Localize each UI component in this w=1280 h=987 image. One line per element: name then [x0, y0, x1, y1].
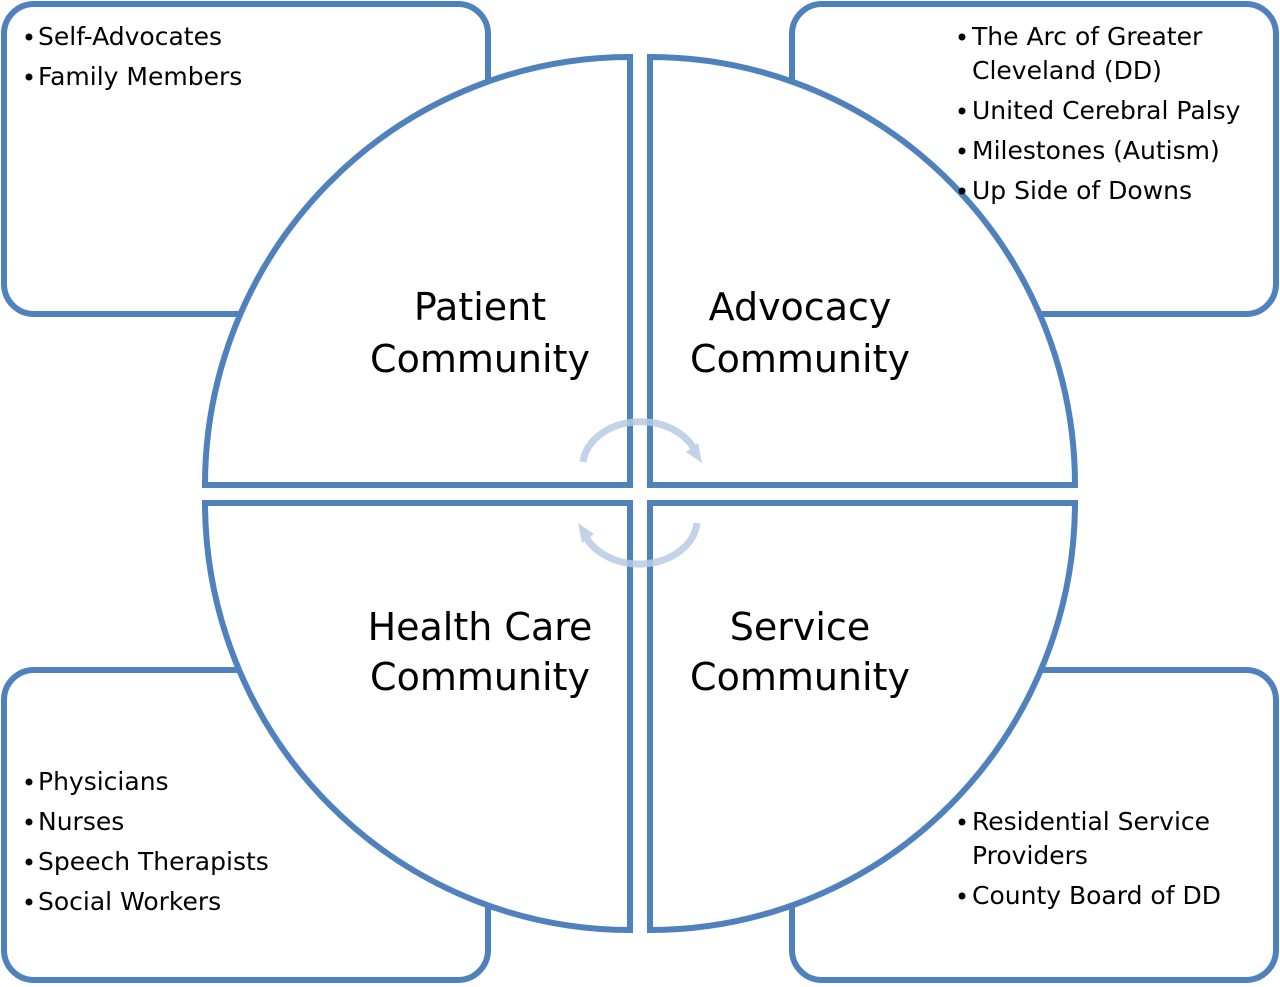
service-list: Residential Service Providers County Boa… — [958, 807, 1221, 910]
list-item-continued: Providers — [972, 841, 1088, 870]
bullet-icon — [25, 778, 33, 786]
patient-list: Self-Advocates Family Members — [25, 22, 242, 91]
service-quadrant — [647, 500, 1079, 934]
patient-quadrant — [201, 53, 633, 488]
list-item: Up Side of Downs — [972, 176, 1192, 205]
health-care-label-line2: Community — [370, 655, 590, 699]
patient-label-line1: Patient — [414, 285, 546, 329]
list-item: Milestones (Autism) — [972, 136, 1220, 165]
advocacy-list: The Arc of Greater Cleveland (DD) United… — [958, 22, 1241, 205]
advocacy-label-line1: Advocacy — [709, 285, 892, 329]
list-item: Nurses — [38, 807, 124, 836]
bullet-icon — [25, 73, 33, 81]
list-item: Physicians — [38, 767, 169, 796]
list-item: Residential Service — [972, 807, 1210, 836]
bullet-icon — [25, 33, 33, 41]
bullet-icon — [958, 33, 966, 41]
patient-label-line2: Community — [370, 337, 590, 381]
top-arc-arrow — [579, 418, 701, 463]
list-item: United Cerebral Palsy — [972, 96, 1241, 125]
list-item-continued: Cleveland (DD) — [972, 56, 1162, 85]
bullet-icon — [25, 818, 33, 826]
bullet-icon — [958, 107, 966, 115]
list-item: Self-Advocates — [38, 22, 222, 51]
advocacy-label-line2: Community — [690, 337, 910, 381]
service-label-line2: Community — [690, 655, 910, 699]
health-care-quadrant — [201, 500, 633, 934]
list-item: Family Members — [38, 62, 242, 91]
health-care-label-line1: Health Care — [368, 605, 593, 649]
list-item: County Board of DD — [972, 881, 1221, 910]
service-label-line1: Service — [730, 605, 870, 649]
bullet-icon — [25, 858, 33, 866]
bottom-arc-arrow — [579, 522, 701, 568]
advocacy-quadrant — [647, 53, 1079, 488]
bullet-icon — [958, 892, 966, 900]
list-item: Social Workers — [38, 887, 221, 916]
health-care-list: Physicians Nurses Speech Therapists Soci… — [25, 767, 269, 916]
bullet-icon — [958, 187, 966, 195]
bullet-icon — [958, 818, 966, 826]
circular-arrows-icon — [578, 418, 702, 568]
bottom-arrowhead — [578, 523, 594, 543]
bullet-icon — [958, 147, 966, 155]
bullet-icon — [25, 898, 33, 906]
list-item: Speech Therapists — [38, 847, 269, 876]
top-arrowhead — [686, 443, 702, 463]
list-item: The Arc of Greater — [971, 22, 1203, 51]
